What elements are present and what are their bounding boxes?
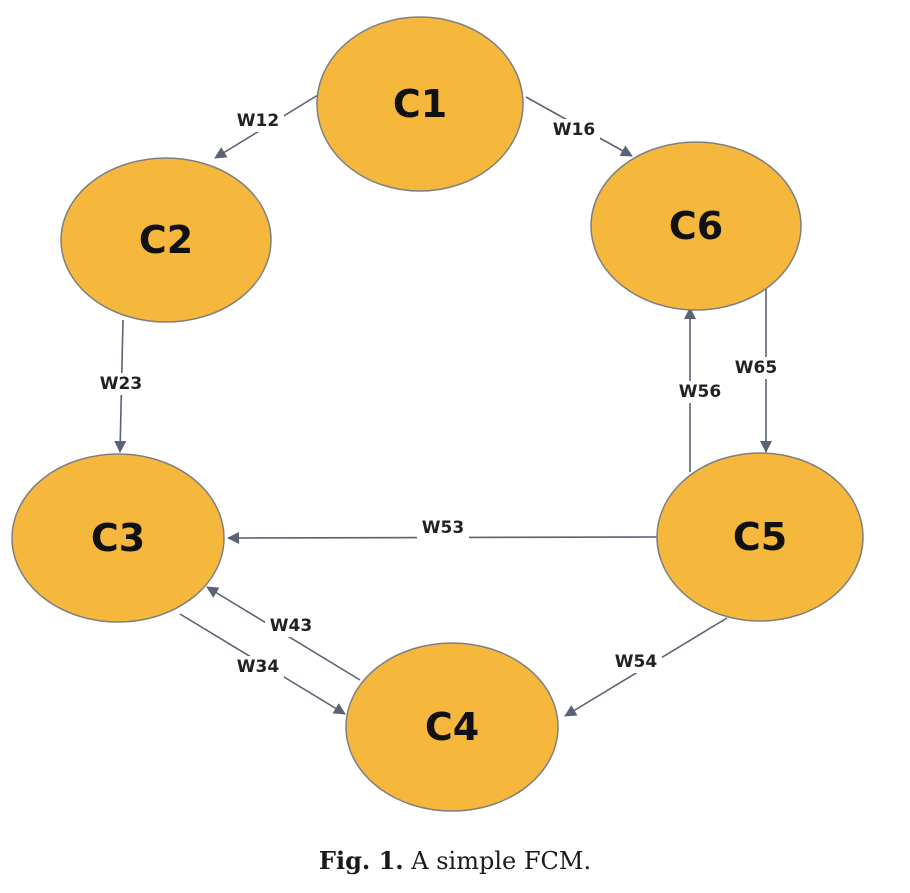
caption-figure-label: Fig. 1. — [318, 846, 404, 875]
concept-node-shape — [60, 157, 272, 323]
concept-node-label: C5 — [733, 515, 787, 559]
concept-node-label: C2 — [139, 218, 193, 262]
edge-label-background — [417, 517, 469, 539]
concept-node-c1: C1 — [316, 16, 524, 192]
edge-label-background — [610, 651, 662, 673]
concept-node-shape — [656, 452, 864, 622]
edge-label-background — [232, 110, 284, 132]
edge-label-background — [730, 357, 782, 379]
concept-node-label: C6 — [669, 204, 723, 248]
concept-node-c2: C2 — [60, 157, 272, 323]
edge-label-background — [95, 373, 147, 395]
edge-label-w53: W53 — [422, 518, 464, 538]
concept-node-shape — [345, 642, 559, 812]
edge-label-w56: W56 — [679, 382, 721, 402]
edge-label-background — [548, 119, 600, 141]
concept-node-shape — [11, 453, 225, 623]
edge-label-background — [232, 656, 284, 678]
edge-label-background — [265, 615, 317, 637]
concept-node-label: C1 — [393, 82, 447, 126]
concept-node-label: C3 — [91, 516, 145, 560]
edge-label-w23: W23 — [100, 374, 142, 394]
edge-label-w65: W65 — [735, 358, 777, 378]
edge-label-w16: W16 — [553, 120, 595, 140]
edge-label-w12: W12 — [237, 111, 279, 131]
concept-node-shape — [590, 141, 802, 311]
edge-label-w34: W34 — [237, 657, 280, 677]
concept-node-c5: C5 — [656, 452, 864, 622]
concept-node-shape — [316, 16, 524, 192]
concept-node-c4: C4 — [345, 642, 559, 812]
concept-node-label: C4 — [425, 705, 479, 749]
concept-node-c6: C6 — [590, 141, 802, 311]
edge-label-w43: W43 — [270, 616, 312, 636]
edge-label-w54: W54 — [615, 652, 658, 672]
figure-caption: Fig. 1. A simple FCM. — [0, 846, 910, 875]
caption-text: A simple FCM. — [411, 847, 592, 875]
concept-node-c3: C3 — [11, 453, 225, 623]
edge-label-background — [674, 381, 726, 403]
